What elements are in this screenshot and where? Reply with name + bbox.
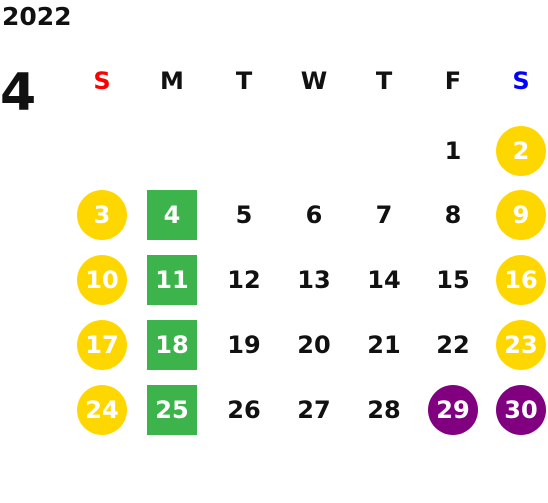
year-label: 2022 — [2, 2, 72, 31]
day-cell-12[interactable]: 12 — [227, 266, 261, 294]
day-cell-6[interactable]: 6 — [305, 201, 323, 229]
day-cell-17[interactable]: 17 — [77, 320, 127, 370]
day-cell-11[interactable]: 11 — [147, 255, 197, 305]
day-cell-9[interactable]: 9 — [496, 190, 546, 240]
day-cell-23[interactable]: 23 — [496, 320, 546, 370]
day-cell-13[interactable]: 13 — [297, 266, 331, 294]
weekday-label-sun: S — [93, 67, 111, 95]
day-cell-30[interactable]: 30 — [496, 385, 546, 435]
day-cell-14[interactable]: 14 — [367, 266, 401, 294]
weekday-label-tue: T — [235, 67, 253, 95]
day-cell-21[interactable]: 21 — [367, 331, 401, 359]
day-cell-26[interactable]: 26 — [227, 396, 261, 424]
month-label: 4 — [0, 63, 37, 123]
weekday-label-thu: T — [375, 67, 393, 95]
day-cell-22[interactable]: 22 — [436, 331, 470, 359]
day-cell-27[interactable]: 27 — [297, 396, 331, 424]
day-cell-15[interactable]: 15 — [436, 266, 470, 294]
day-cell-19[interactable]: 19 — [227, 331, 261, 359]
day-cell-25[interactable]: 25 — [147, 385, 197, 435]
day-cell-16[interactable]: 16 — [496, 255, 546, 305]
day-cell-29[interactable]: 29 — [428, 385, 478, 435]
day-cell-4[interactable]: 4 — [147, 190, 197, 240]
day-cell-7[interactable]: 7 — [375, 201, 393, 229]
day-cell-24[interactable]: 24 — [77, 385, 127, 435]
weekday-label-wed: W — [300, 67, 328, 95]
weekday-label-mon: M — [160, 67, 184, 95]
day-cell-28[interactable]: 28 — [367, 396, 401, 424]
weekday-label-sat: S — [512, 67, 530, 95]
day-cell-10[interactable]: 10 — [77, 255, 127, 305]
day-cell-18[interactable]: 18 — [147, 320, 197, 370]
day-cell-1[interactable]: 1 — [444, 137, 462, 165]
day-cell-2[interactable]: 2 — [496, 126, 546, 176]
weekday-label-fri: F — [444, 67, 462, 95]
day-cell-5[interactable]: 5 — [235, 201, 253, 229]
day-cell-3[interactable]: 3 — [77, 190, 127, 240]
day-cell-8[interactable]: 8 — [444, 201, 462, 229]
day-cell-20[interactable]: 20 — [297, 331, 331, 359]
